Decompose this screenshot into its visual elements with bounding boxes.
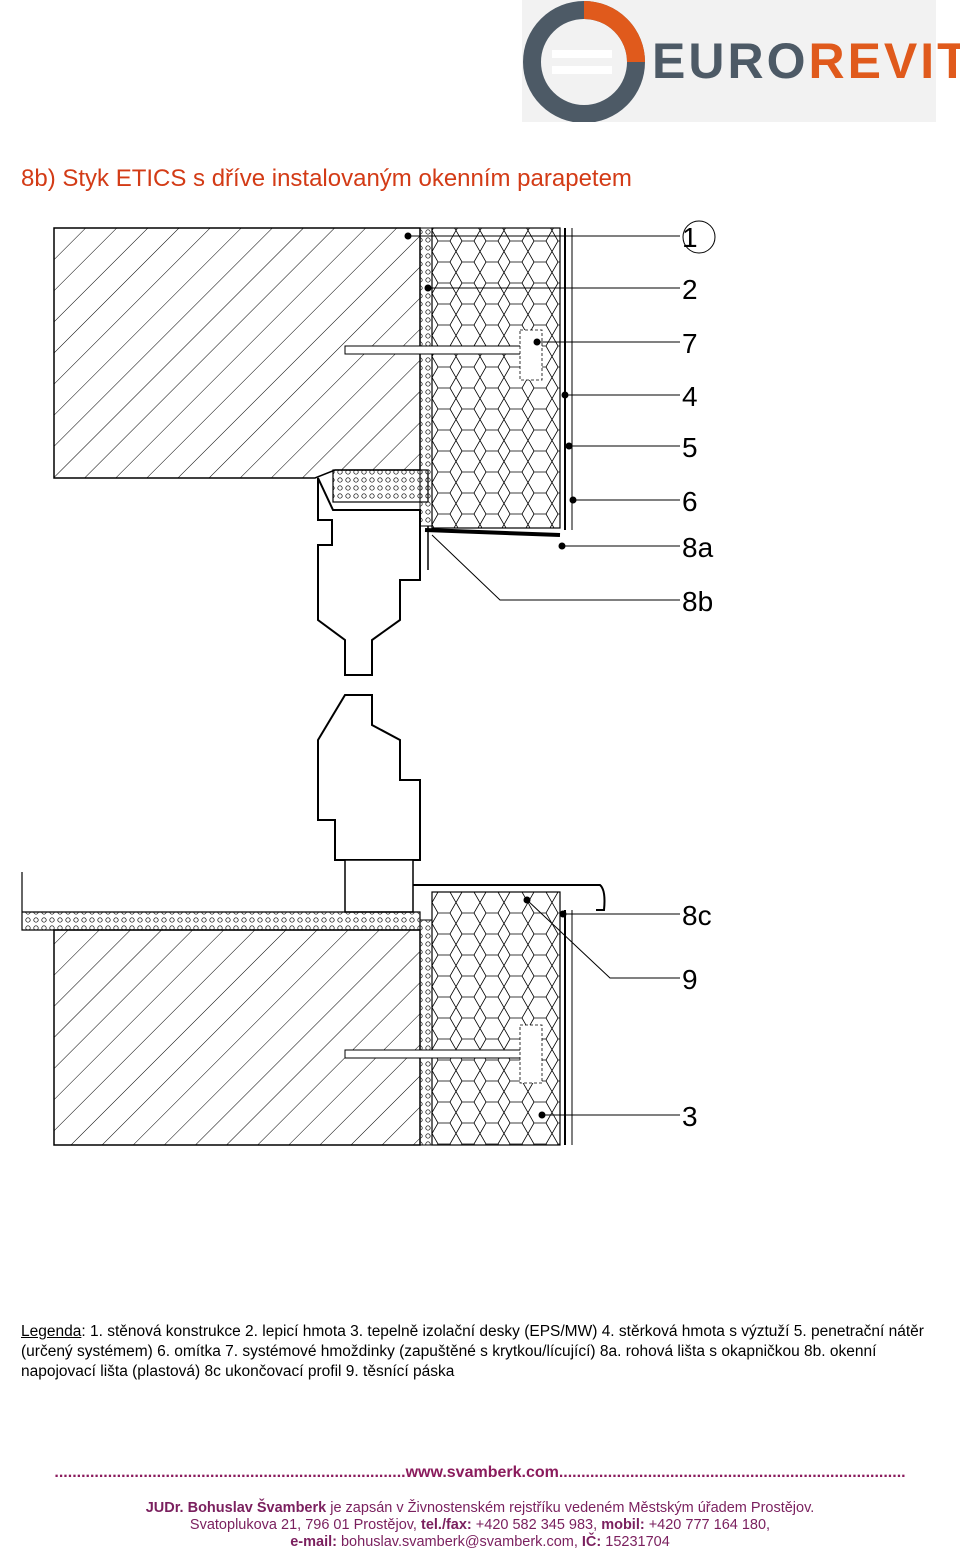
callout-1: 1 [682, 222, 698, 253]
callout-2: 2 [682, 274, 698, 305]
callout-8c: 8c [682, 900, 712, 931]
footer-site-rule: ........................................… [54, 1464, 906, 1481]
callout-9: 9 [682, 964, 698, 995]
page-title: 8b) Styk ETICS s dříve instalovaným oken… [21, 165, 632, 192]
callout-3: 3 [682, 1101, 698, 1132]
callout-8a: 8a [682, 532, 714, 563]
legend-text: : 1. stěnová konstrukce 2. lepicí hmota … [21, 1323, 924, 1380]
callout-4: 4 [682, 381, 698, 412]
footer-line-1: JUDr. Bohuslav Švamberk je zapsán v Živn… [145, 1500, 815, 1516]
footer-line-2: Svatoplukova 21, 796 01 Prostějov, tel./… [189, 1517, 771, 1533]
callout-8b: 8b [682, 586, 713, 617]
site-link[interactable]: www.svamberk.com [405, 1464, 559, 1481]
callout-6: 6 [682, 486, 698, 517]
logo-wordmark: EUROREVIT® [652, 33, 960, 89]
eurorevit-logo [522, 0, 936, 123]
callout-5: 5 [682, 432, 698, 463]
logo-mark-icon [523, 1, 645, 123]
legend-label: Legenda [21, 1323, 82, 1340]
technical-drawing: 1 2 7 4 5 6 8a 8b 8c 9 3 [21, 220, 716, 1146]
legend: Legenda: 1. stěnová konstrukce 2. lepicí… [21, 1322, 941, 1382]
callout-7: 7 [682, 328, 698, 359]
callout-1-circle [682, 220, 716, 254]
anchor-lower [344, 1024, 543, 1084]
footer-line-3: e-mail: bohuslav.svamberk@svamberk.com, … [290, 1534, 670, 1550]
footer: JUDr. Bohuslav Švamberk je zapsán v Živn… [0, 1500, 960, 1551]
